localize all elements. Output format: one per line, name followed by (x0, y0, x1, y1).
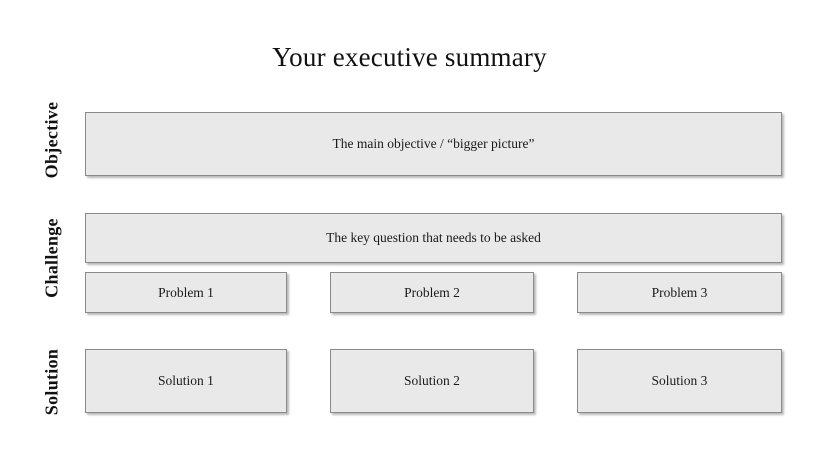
solution-3-box: Solution 3 (577, 349, 782, 413)
objective-box-text: The main objective / “bigger picture” (332, 136, 535, 151)
problem-1-text: Problem 1 (158, 284, 214, 300)
section-label-objective: Objective (41, 101, 62, 179)
problem-2-box: Problem 2 (330, 272, 534, 313)
problem-1-box: Problem 1 (85, 272, 287, 313)
solution-1-box: Solution 1 (85, 349, 287, 413)
problem-3-text: Problem 3 (651, 284, 708, 300)
challenge-box: The key question that needs to be asked (85, 213, 782, 263)
objective-box: The main objective / “bigger picture” (85, 112, 782, 176)
problem-3-box: Problem 3 (577, 272, 782, 313)
solution-2-text: Solution 2 (404, 373, 460, 388)
solution-2-box: Solution 2 (330, 349, 534, 413)
solution-1-text: Solution 1 (158, 373, 214, 388)
solution-3-text: Solution 3 (651, 373, 708, 388)
section-label-challenge: Challenge (41, 218, 62, 298)
section-label-solution: Solution (41, 348, 62, 416)
slide-title: Your executive summary (272, 42, 547, 72)
problem-2-text: Problem 2 (404, 284, 460, 300)
challenge-box-text: The key question that needs to be asked (326, 230, 541, 245)
